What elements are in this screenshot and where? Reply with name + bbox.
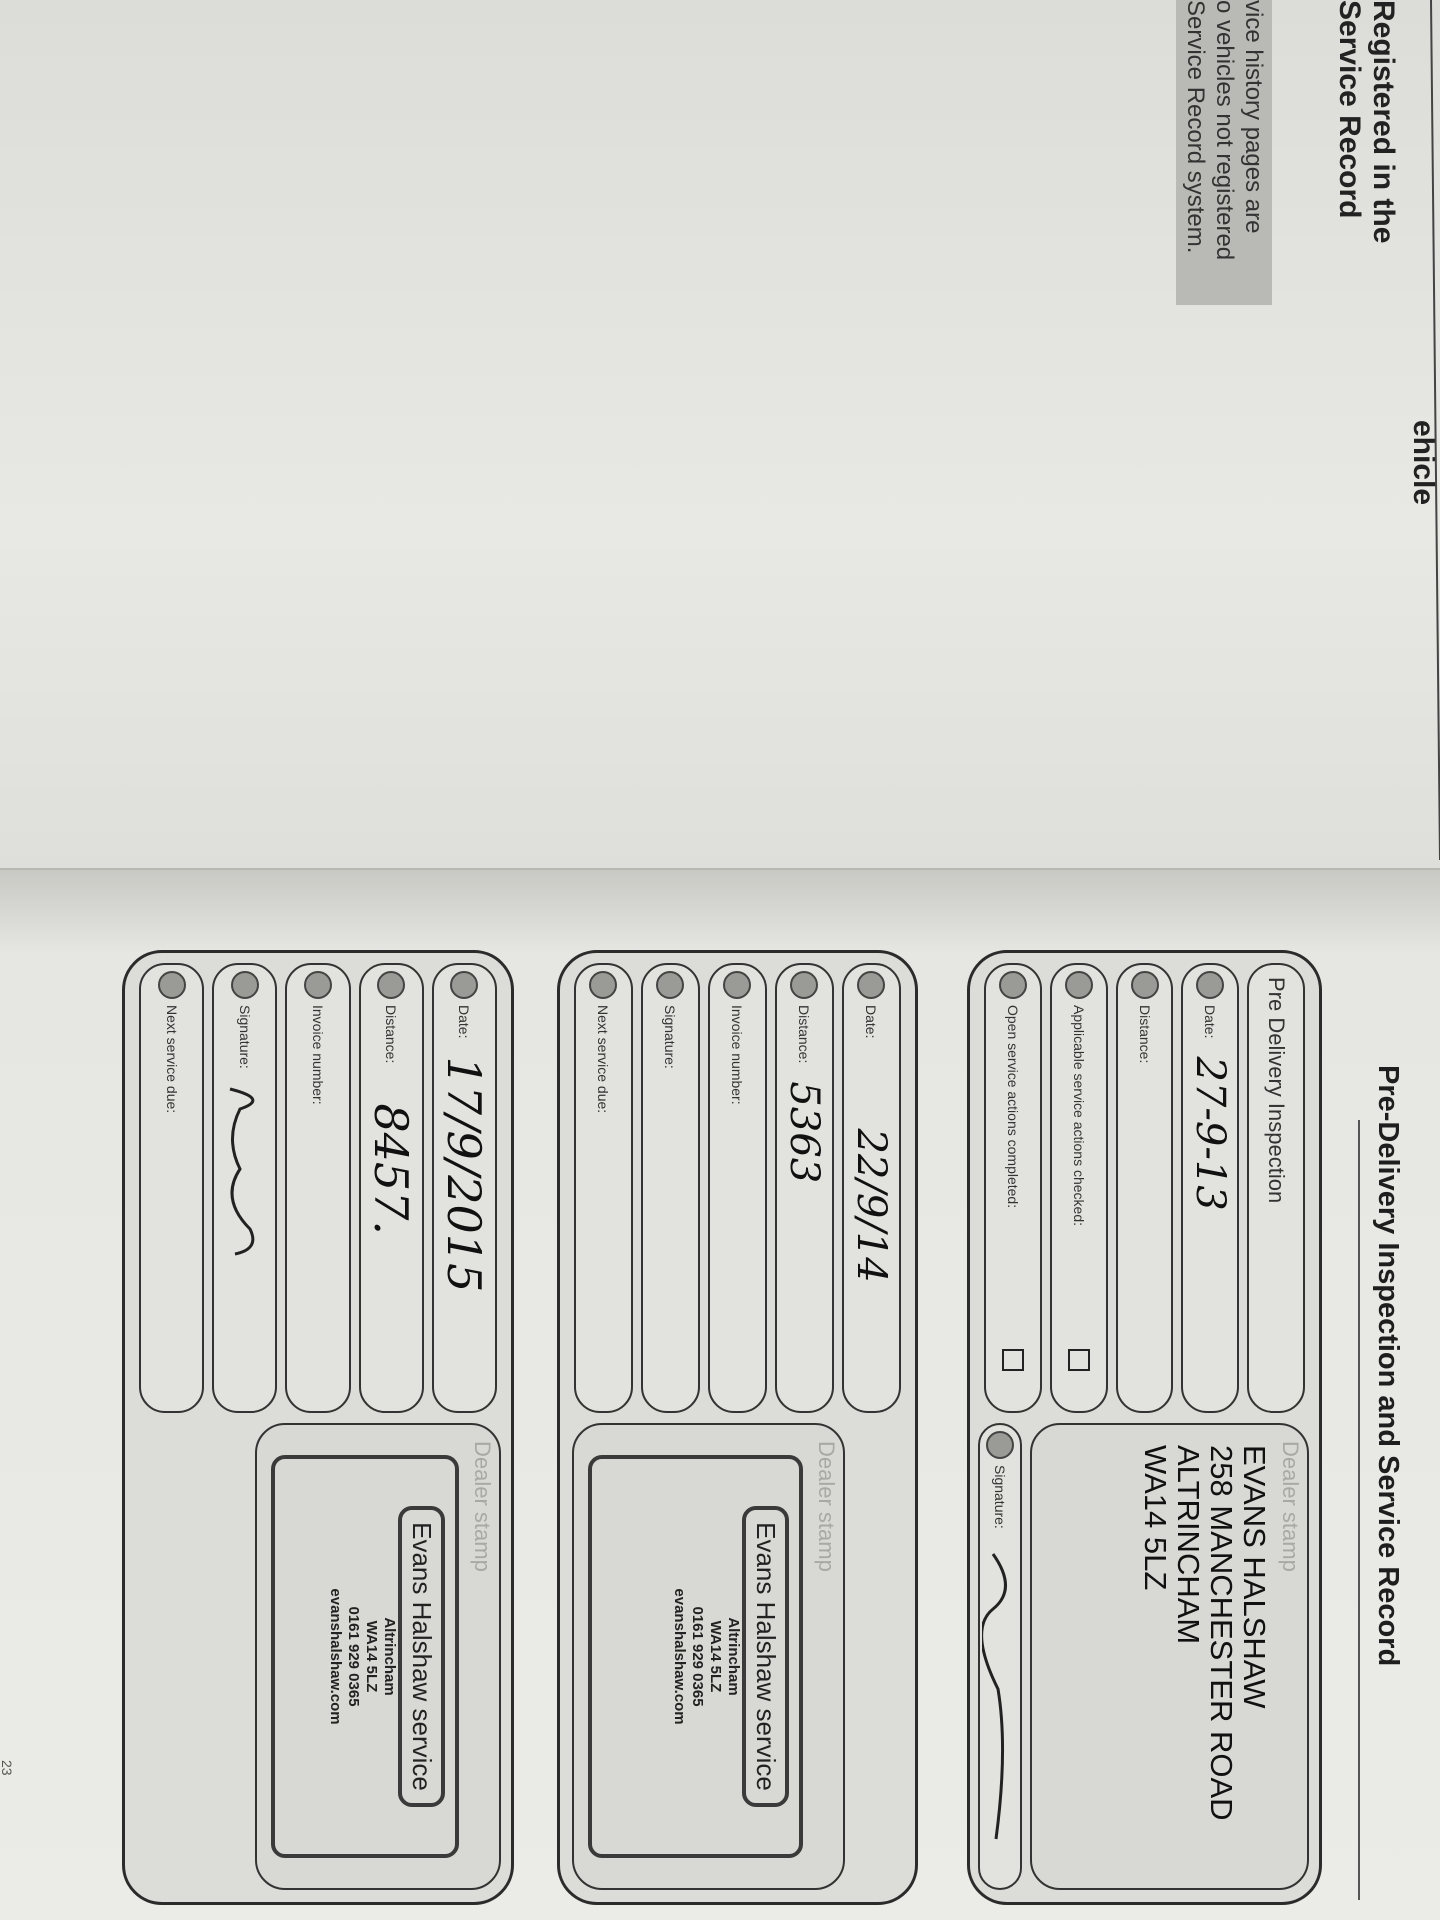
stamp-name: Evans Halshaw service: [398, 1506, 445, 1807]
dealer-stamp-area: Dealer stamp Evans Halshaw service Altri…: [572, 1423, 845, 1890]
stamp-line: Altrincham: [725, 1617, 742, 1696]
pdi-date-row[interactable]: Date: 27-9-13: [1181, 963, 1240, 1413]
pdi-signature-row[interactable]: Signature:: [978, 1423, 1022, 1890]
invoice-row[interactable]: Invoice number:: [708, 963, 767, 1413]
field-label: Date:: [456, 1005, 473, 1039]
note-line: Service Record system.: [1182, 0, 1209, 254]
field-label: Date:: [1202, 1005, 1219, 1039]
bullet-icon: [230, 971, 259, 999]
field-label: Signature:: [236, 1005, 253, 1069]
bullet-icon: [450, 971, 479, 999]
stamp-line: WA14 5LZ: [363, 1620, 380, 1693]
field-label: Invoice number:: [310, 1005, 326, 1105]
field-label: Next service due:: [163, 1005, 180, 1114]
distance-row[interactable]: Distance: 8457.: [358, 963, 424, 1413]
field-label: Date:: [863, 1005, 880, 1039]
note-line: o vehicles not registered: [1211, 0, 1238, 261]
pdi-applicable-row[interactable]: Applicable service actions checked:: [1049, 963, 1108, 1413]
invoice-row[interactable]: Invoice number:: [285, 963, 351, 1413]
signature-scribble: [229, 1087, 255, 1256]
stamp-name: Evans Halshaw service: [742, 1506, 789, 1807]
stamp-line: evanshalshaw.com: [327, 1588, 344, 1725]
signature-row[interactable]: Signature:: [212, 963, 278, 1413]
page-title: Pre-Delivery Inspection and Service Reco…: [1372, 1065, 1404, 1667]
field-label: Applicable service actions checked:: [1070, 1005, 1087, 1227]
title-divider: [1358, 1120, 1360, 1900]
field-label: Next service due:: [595, 1005, 612, 1114]
pdi-title: Pre Delivery Inspection: [1264, 977, 1290, 1204]
pdi-title-row: Pre Delivery Inspection: [1247, 963, 1305, 1413]
bullet-icon: [986, 1431, 1014, 1459]
field-label: Distance:: [383, 1005, 400, 1064]
bullet-icon: [1196, 971, 1225, 999]
handwritten-date: 27-9-13: [1187, 1056, 1234, 1211]
field-label: Open service actions completed:: [1004, 1005, 1021, 1209]
stamp-line: WA14 5LZ: [707, 1620, 724, 1693]
stamp-line: 0161 929 0365: [689, 1606, 706, 1707]
bullet-icon: [377, 971, 406, 999]
checkbox-icon[interactable]: [1001, 1349, 1024, 1371]
stamp-line: evanshalshaw.com: [671, 1588, 688, 1725]
page-number: 23: [0, 1760, 15, 1776]
field-label: Distance:: [796, 1005, 813, 1064]
bullet-icon: [157, 971, 186, 999]
bullet-icon: [656, 971, 685, 999]
stamp-line: Altrincham: [381, 1617, 398, 1696]
next-service-row[interactable]: Next service due:: [574, 963, 633, 1413]
handwritten-date: 17/9/2015: [437, 1056, 492, 1293]
left-page-heading: Registered in the Service Record: [1333, 0, 1400, 244]
handwritten-distance: 8457.: [364, 1103, 419, 1236]
dealer-stamp: Evans Halshaw service Altrincham WA14 5L…: [588, 1455, 803, 1858]
field-label: Signature:: [662, 1005, 679, 1069]
bullet-icon: [998, 971, 1027, 999]
bullet-icon: [790, 971, 819, 999]
handwritten-distance: 5363: [781, 1081, 828, 1184]
handwritten-date: 22/9/14: [848, 1128, 895, 1283]
date-row[interactable]: Date: 22/9/14: [842, 963, 901, 1413]
bullet-icon: [304, 971, 332, 999]
distance-row[interactable]: Distance: 5363: [775, 963, 834, 1413]
pdi-box: Pre Delivery Inspection Date: 27-9-13 Dis…: [967, 950, 1322, 1905]
note-line: vice history pages are: [1240, 0, 1267, 234]
left-page: Registered in the Service Record vice hi…: [0, 0, 1440, 880]
pdi-open-actions-row[interactable]: Open service actions completed:: [984, 963, 1042, 1413]
dealer-stamp-label: Dealer stamp: [470, 1441, 495, 1572]
field-label: Invoice number:: [729, 1005, 746, 1105]
signature-scribble: [982, 1552, 1007, 1840]
dealer-stamp: Evans Halshaw service Altrincham WA14 5L…: [271, 1455, 459, 1858]
pdi-distance-row[interactable]: Distance:: [1115, 963, 1174, 1413]
signature-row[interactable]: Signature:: [641, 963, 700, 1413]
service-record-box: Date: 22/9/14 Distance: 5363 Invoice numbe…: [557, 950, 918, 1905]
service-record-box: Date: 17/9/2015 Distance: 8457. Invoice nu…: [122, 950, 514, 1905]
field-label: Distance:: [1136, 1005, 1153, 1064]
dealer-stamp-label: Dealer stamp: [1278, 1441, 1303, 1572]
date-row[interactable]: Date: 17/9/2015: [431, 963, 497, 1413]
bullet-icon: [857, 971, 886, 999]
bullet-icon: [589, 971, 618, 999]
dealer-stamp-area: Dealer stamp Evans Halshaw service Altri…: [255, 1423, 501, 1890]
dealer-address-stamp: EVANS HALSHAW 258 MANCHESTER ROAD ALTRIN…: [1138, 1445, 1272, 1821]
bullet-icon: [1130, 971, 1159, 999]
field-label: Signature:: [992, 1465, 1008, 1529]
bullet-icon: [1064, 971, 1093, 999]
note-box: vice history pages are o vehicles not re…: [1176, 0, 1272, 305]
bullet-icon: [723, 971, 752, 999]
dealer-stamp-label: Dealer stamp: [814, 1441, 839, 1572]
pdi-dealer-stamp: Dealer stamp EVANS HALSHAW 258 MANCHESTE…: [1030, 1423, 1309, 1890]
stamp-line: 0161 929 0365: [345, 1606, 362, 1707]
next-service-row[interactable]: Next service due:: [138, 963, 205, 1413]
checkbox-icon[interactable]: [1067, 1349, 1090, 1371]
